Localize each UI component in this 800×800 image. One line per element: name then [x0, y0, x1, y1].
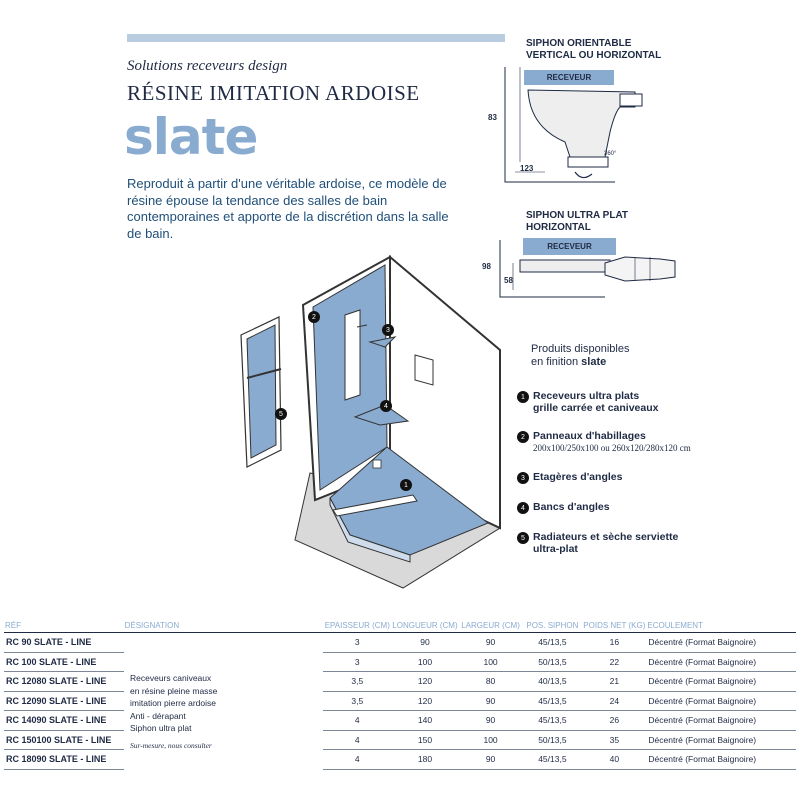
siphon1-title: SIPHON ORIENTABLE VERTICAL OU HORIZONTAL: [526, 38, 661, 62]
siphon2-title-line1: SIPHON ULTRA PLAT: [526, 210, 629, 221]
availability-line2: en finition slate: [531, 356, 607, 368]
col-designation: DÉSIGNATION: [123, 619, 324, 633]
callout-5: 5: [275, 407, 287, 420]
col-ecoulement: ECOULEMENT: [646, 619, 796, 633]
siphon1-width: 123: [520, 164, 534, 173]
product-description: Reproduit à partir d'une véritable ardoi…: [127, 176, 449, 241]
brand-name: slate: [124, 108, 258, 166]
subtitle: Solutions receveurs design: [127, 58, 288, 74]
callout-4: 4: [380, 399, 392, 412]
siphon2-receveur-bar: RECEVEUR: [523, 238, 616, 255]
siphon1-angle: 360°: [604, 151, 617, 157]
siphon2-height-inner: 58: [504, 276, 513, 285]
table-row: RC 12090 SLATE - LINE 3,5 120 90 45/13,5…: [4, 691, 796, 711]
col-largeur: LARGEUR (CM): [458, 619, 523, 633]
table-row: RC 12080 SLATE - LINE 3,5 120 80 40/13,5…: [4, 671, 796, 692]
table-row: RC 14090 SLATE - LINE 4 140 90 45/13,5 2…: [4, 710, 796, 731]
table-row: RC 100 SLATE - LINE 3 100 100 50/13,5 22…: [4, 652, 796, 672]
siphon2-height-outer: 98: [482, 262, 491, 271]
col-ref: RÉF: [4, 619, 124, 633]
availability-note: Produits disponibles en finition slate: [531, 343, 629, 369]
siphon1-diagram: [504, 67, 643, 183]
col-pos-siphon: POS. SIPHON: [522, 619, 583, 633]
table-row: RC 18090 SLATE - LINE 4 180 90 45/13,5 4…: [4, 749, 796, 770]
siphon1-height: 83: [488, 113, 497, 122]
designation-text: Receveurs caniveaux en résine pleine mas…: [130, 673, 218, 733]
custom-size-note: Sur-mesure, nous consulter: [130, 741, 212, 750]
bathroom-illustration: [240, 255, 502, 589]
siphon1-receveur-bar: RECEVEUR: [524, 70, 614, 85]
col-epaisseur: EPAISSEUR (CM): [323, 619, 392, 633]
callout-3: 3: [382, 323, 394, 336]
page-title: RÉSINE IMITATION ARDOISE: [127, 81, 420, 105]
siphon1-title-line2: VERTICAL OU HORIZONTAL: [526, 50, 662, 61]
callout-1: 1: [400, 478, 412, 491]
col-poids: POIDS NET (KG): [582, 619, 647, 633]
col-longueur: LONGUEUR (CM): [391, 619, 459, 633]
siphon2-title: SIPHON ULTRA PLAT HORIZONTAL: [526, 210, 628, 234]
table-row: RC 90 SLATE - LINE 3 90 90 45/13,5 16 Dé…: [4, 632, 796, 653]
finish-name: slate: [581, 356, 607, 368]
availability-line1: Produits disponibles: [531, 343, 630, 355]
header-accent-bar: [127, 34, 505, 42]
spec-table: RÉF DÉSIGNATION EPAISSEUR (CM) LONGUEUR …: [4, 619, 796, 770]
siphon2-title-line2: HORIZONTAL: [526, 222, 591, 233]
table-row: RC 150100 SLATE - LINE 4 150 100 50/13,5…: [4, 730, 796, 750]
siphon1-title-line1: SIPHON ORIENTABLE: [526, 38, 632, 49]
callout-2: 2: [308, 310, 320, 323]
siphon2-diagram: [499, 240, 676, 298]
product-item-3: 3 Etagères d'angles: [517, 471, 622, 484]
table-header: RÉF DÉSIGNATION EPAISSEUR (CM) LONGUEUR …: [4, 619, 796, 633]
product-item-4: 4 Bancs d'angles: [517, 501, 610, 514]
